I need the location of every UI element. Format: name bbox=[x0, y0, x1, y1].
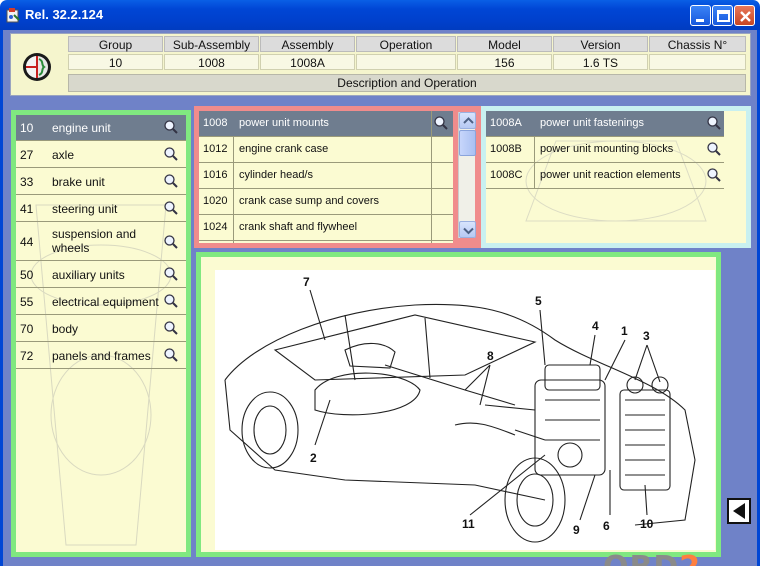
assembly-list: 1008A power unit fastenings 1008B power … bbox=[486, 111, 746, 243]
header-operation-label: Operation bbox=[356, 36, 456, 52]
callout-4: 4 bbox=[592, 319, 599, 333]
car-engine-illustration: 7 5 4 1 3 8 2 11 9 6 10 bbox=[224, 275, 696, 543]
arrow-left-icon bbox=[733, 503, 745, 519]
previous-page-button[interactable] bbox=[727, 498, 751, 524]
groups-panel: 10 engine unit 27 axle 33 brake unit 41 … bbox=[11, 110, 191, 557]
zoom-icon[interactable] bbox=[163, 234, 179, 250]
zoom-icon[interactable] bbox=[163, 173, 179, 189]
subassembly-item-1024[interactable]: 1024 crank shaft and flywheel bbox=[199, 215, 453, 241]
header-assembly-label: Assembly bbox=[260, 36, 355, 52]
vehicle-header: Group 10 Sub-Assembly 1008 Assembly 1008… bbox=[10, 33, 751, 96]
exploded-car-diagram: 7 5 4 1 3 8 2 11 9 6 10 bbox=[215, 270, 715, 550]
header-subassembly-value: 1008 bbox=[164, 54, 259, 70]
callout-7: 7 bbox=[303, 275, 310, 289]
zoom-icon[interactable] bbox=[706, 115, 722, 131]
callout-2: 2 bbox=[310, 451, 317, 465]
header-operation-value bbox=[356, 54, 456, 70]
assembly-item-1008B[interactable]: 1008B power unit mounting blocks bbox=[486, 137, 724, 163]
arrow-up-icon bbox=[463, 117, 474, 124]
close-button[interactable] bbox=[734, 5, 755, 26]
background-sketch bbox=[525, 140, 707, 222]
assembly-item-1008A[interactable]: 1008A power unit fastenings bbox=[486, 111, 724, 137]
group-item-33[interactable]: 33 brake unit bbox=[16, 169, 186, 195]
subassembly-item-1008[interactable]: 1008 power unit mounts bbox=[199, 111, 453, 137]
description-bar: Description and Operation bbox=[68, 74, 746, 92]
header-group-value: 10 bbox=[68, 54, 163, 70]
subassembly-item-1012[interactable]: 1012 engine crank case bbox=[199, 137, 453, 163]
title-bar: Rel. 32.2.124 bbox=[0, 0, 760, 30]
group-item-50[interactable]: 50 auxiliary units bbox=[16, 262, 186, 288]
assembly-panel: 1008A power unit fastenings 1008B power … bbox=[481, 106, 751, 248]
header-assembly-value: 1008A bbox=[260, 54, 355, 70]
callout-5: 5 bbox=[535, 294, 542, 308]
group-item-27[interactable]: 27 axle bbox=[16, 142, 186, 168]
minimize-button[interactable] bbox=[690, 5, 711, 26]
scroll-thumb[interactable] bbox=[459, 130, 476, 156]
callout-6: 6 bbox=[603, 519, 610, 533]
app-icon bbox=[6, 8, 20, 23]
zoom-icon[interactable] bbox=[163, 266, 179, 282]
assembly-item-1008C[interactable]: 1008C power unit reaction elements bbox=[486, 163, 724, 189]
header-model-value: 156 bbox=[457, 54, 552, 70]
minimize-icon bbox=[696, 19, 704, 22]
header-group-label: Group bbox=[68, 36, 163, 52]
zoom-icon[interactable] bbox=[163, 119, 179, 135]
header-version-label: Version bbox=[553, 36, 648, 52]
maximize-button[interactable] bbox=[712, 5, 733, 26]
group-item-41[interactable]: 41 steering unit bbox=[16, 196, 186, 222]
zoom-icon[interactable] bbox=[163, 320, 179, 336]
header-chassis-label: Chassis N° bbox=[649, 36, 746, 52]
groups-list: 10 engine unit 27 axle 33 brake unit 41 … bbox=[16, 115, 186, 552]
subassembly-item-1020[interactable]: 1020 crank case sump and covers bbox=[199, 189, 453, 215]
zoom-icon[interactable] bbox=[163, 146, 179, 162]
subassembly-panel: 1008 power unit mounts 1012 engine crank… bbox=[194, 106, 481, 248]
callout-11: 11 bbox=[462, 517, 475, 531]
zoom-icon[interactable] bbox=[163, 347, 179, 363]
main-area: Group 10 Sub-Assembly 1008 Assembly 1008… bbox=[0, 30, 760, 566]
scroll-down-button[interactable] bbox=[459, 221, 476, 238]
subassembly-list: 1008 power unit mounts 1012 engine crank… bbox=[199, 111, 453, 243]
group-item-72[interactable]: 72 panels and frames bbox=[16, 343, 186, 369]
zoom-icon[interactable] bbox=[433, 115, 449, 131]
zoom-icon[interactable] bbox=[706, 141, 722, 157]
group-item-44[interactable]: 44 suspension and wheels bbox=[16, 223, 186, 261]
close-icon bbox=[740, 11, 751, 22]
maximize-icon bbox=[717, 10, 730, 22]
header-model-label: Model bbox=[457, 36, 552, 52]
zoom-icon[interactable] bbox=[163, 200, 179, 216]
group-item-70[interactable]: 70 body bbox=[16, 316, 186, 342]
callout-8: 8 bbox=[487, 349, 494, 363]
header-chassis-value bbox=[649, 54, 746, 70]
subassembly-item-1016[interactable]: 1016 cylinder head/s bbox=[199, 163, 453, 189]
scroll-up-button[interactable] bbox=[459, 112, 476, 129]
window-title: Rel. 32.2.124 bbox=[25, 7, 104, 22]
group-item-55[interactable]: 55 electrical equipment bbox=[16, 289, 186, 315]
callout-10: 10 bbox=[640, 517, 654, 531]
zoom-icon[interactable] bbox=[163, 293, 179, 309]
header-subassembly-label: Sub-Assembly bbox=[164, 36, 259, 52]
callout-3: 3 bbox=[643, 329, 650, 343]
callout-9: 9 bbox=[573, 523, 580, 537]
figure-panel: 7 5 4 1 3 8 2 11 9 6 10 bbox=[196, 252, 721, 557]
alfa-romeo-logo-icon bbox=[23, 53, 51, 81]
header-version-value: 1.6 TS bbox=[553, 54, 648, 70]
zoom-icon[interactable] bbox=[706, 167, 722, 183]
group-item-10[interactable]: 10 engine unit bbox=[16, 115, 186, 141]
watermark-logo: OBD2ie bbox=[603, 550, 717, 566]
subassembly-scrollbar[interactable] bbox=[458, 112, 476, 238]
callout-1: 1 bbox=[621, 324, 628, 338]
arrow-down-icon bbox=[463, 227, 474, 235]
